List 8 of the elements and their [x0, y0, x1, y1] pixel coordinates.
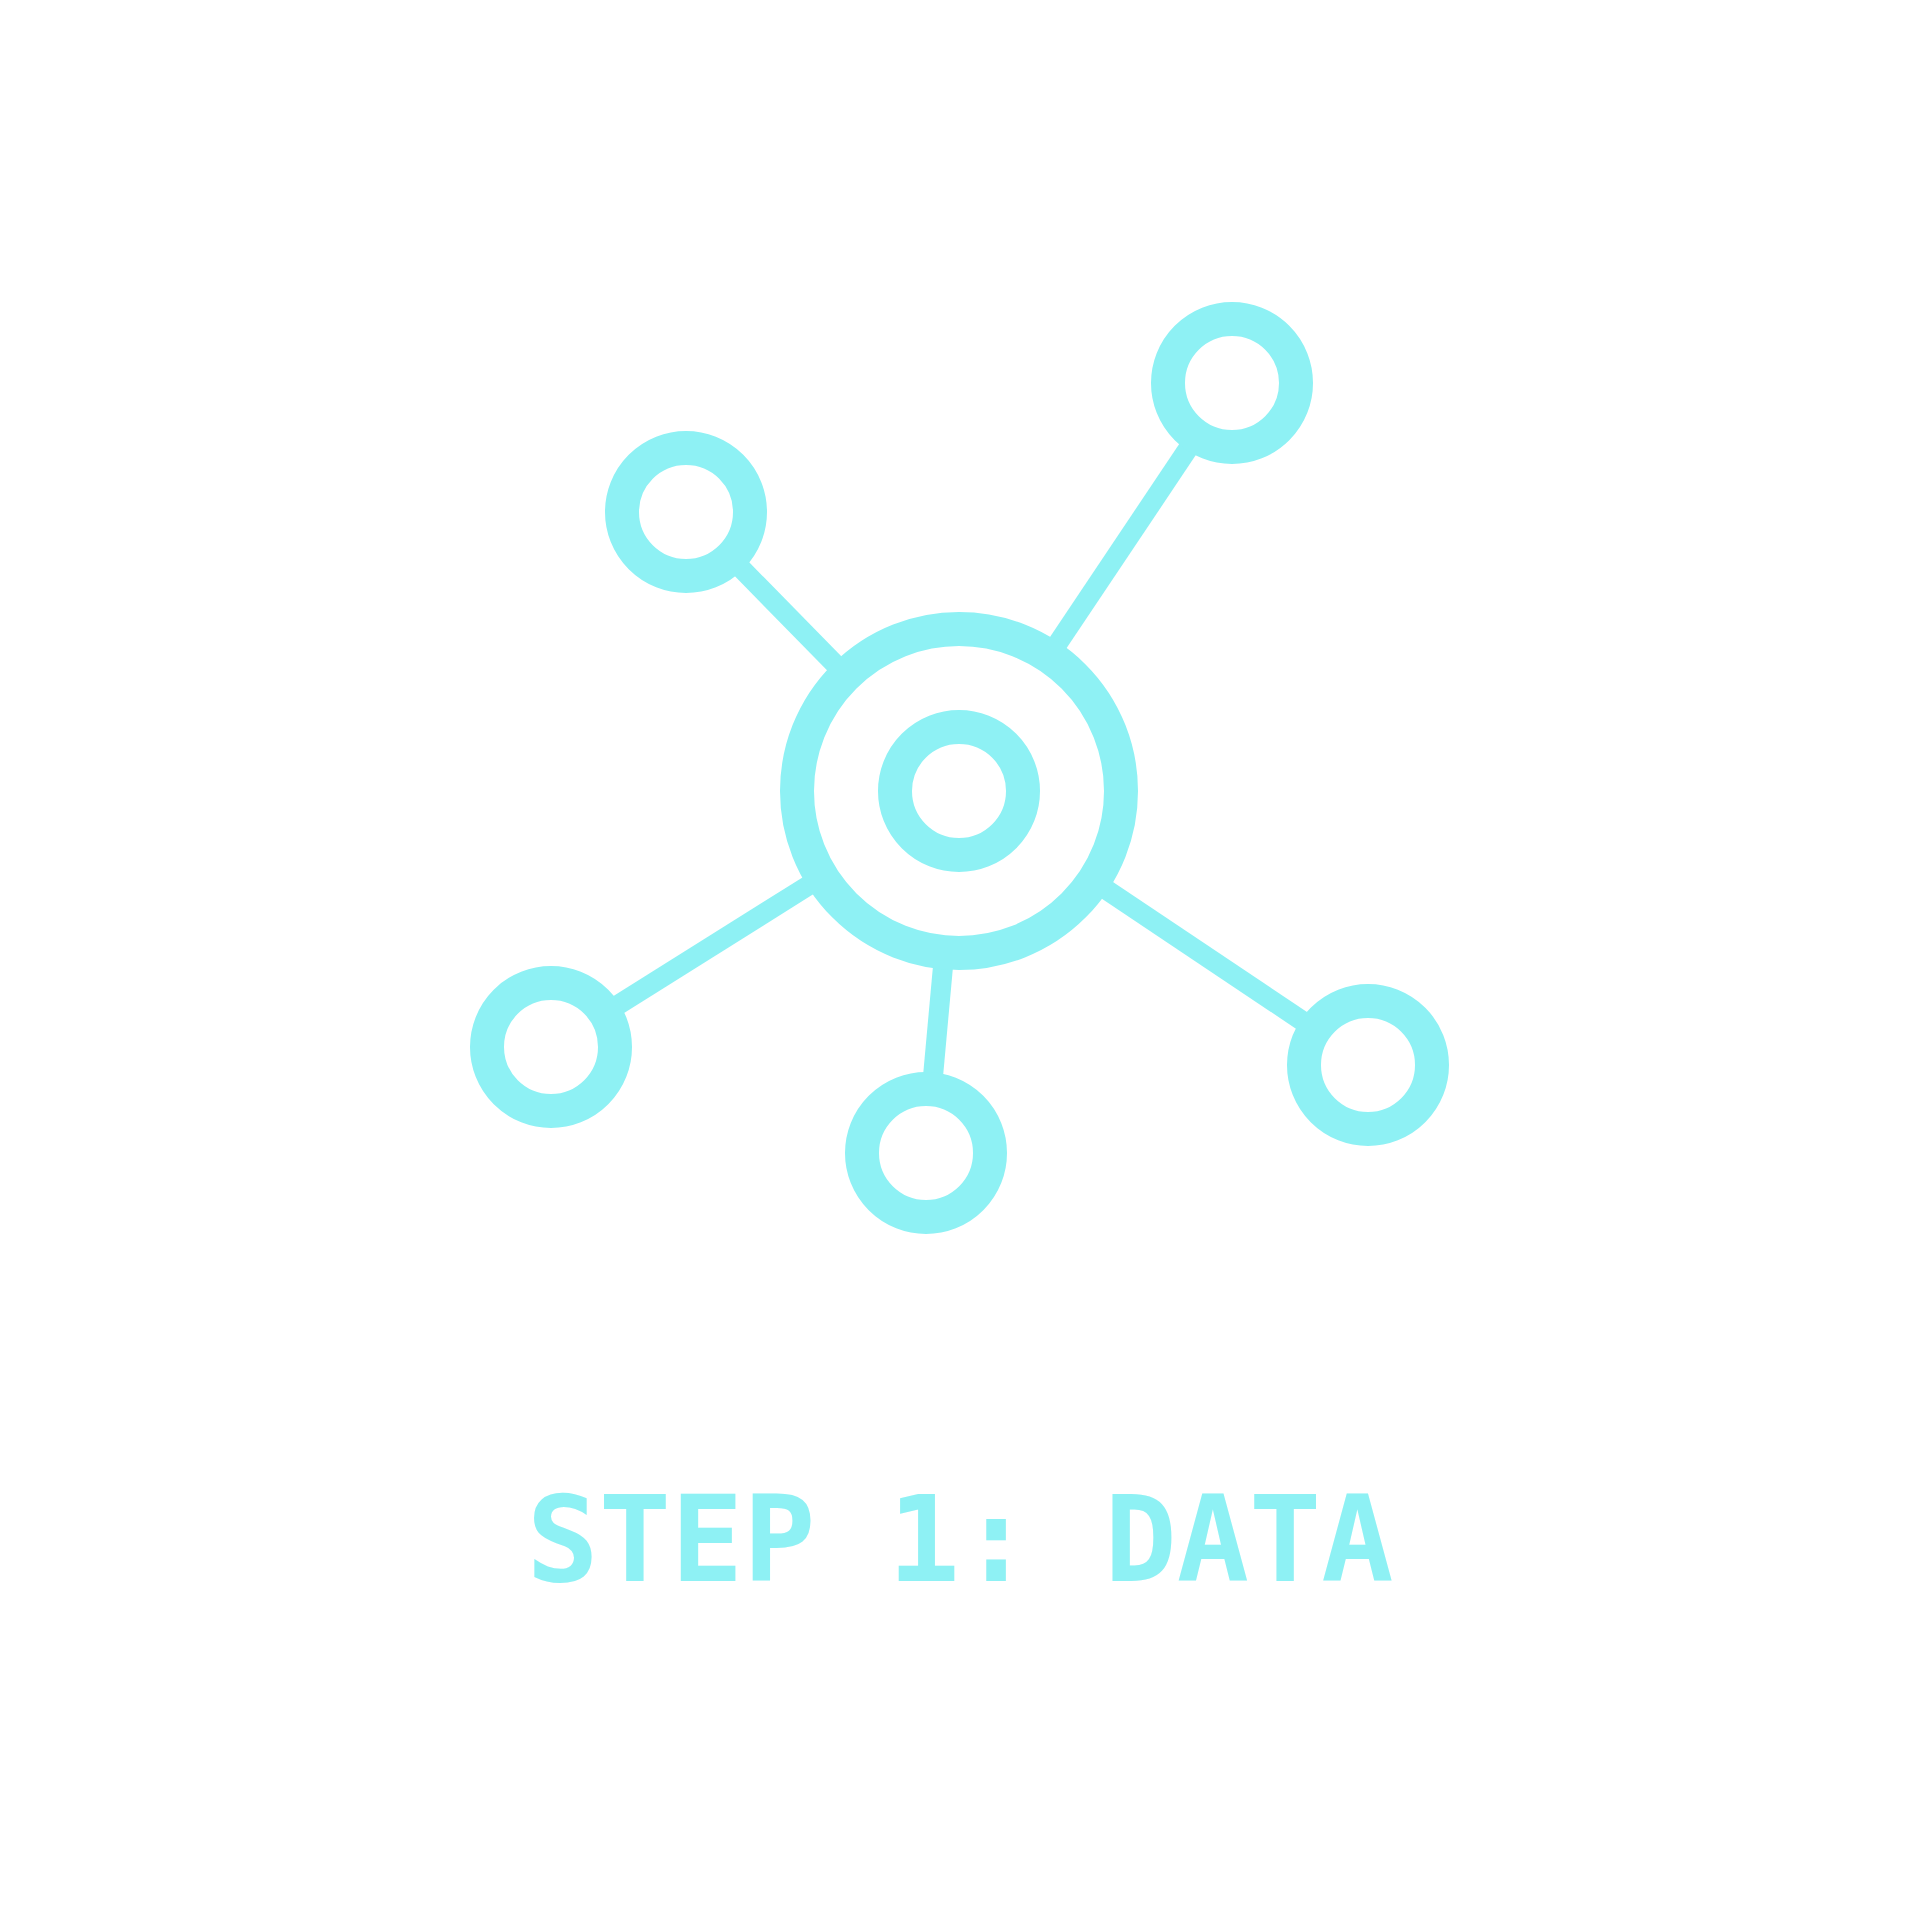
node-circle: [1287, 984, 1449, 1146]
hub-circle: [780, 612, 1138, 970]
inner-ring: [878, 710, 1040, 872]
node-circle: [845, 1072, 1007, 1234]
node-circle: [1151, 302, 1313, 464]
diagram-title: STEP 1: DATA: [526, 1470, 1394, 1609]
node-circle: [470, 966, 632, 1128]
node-circle: [605, 431, 767, 593]
